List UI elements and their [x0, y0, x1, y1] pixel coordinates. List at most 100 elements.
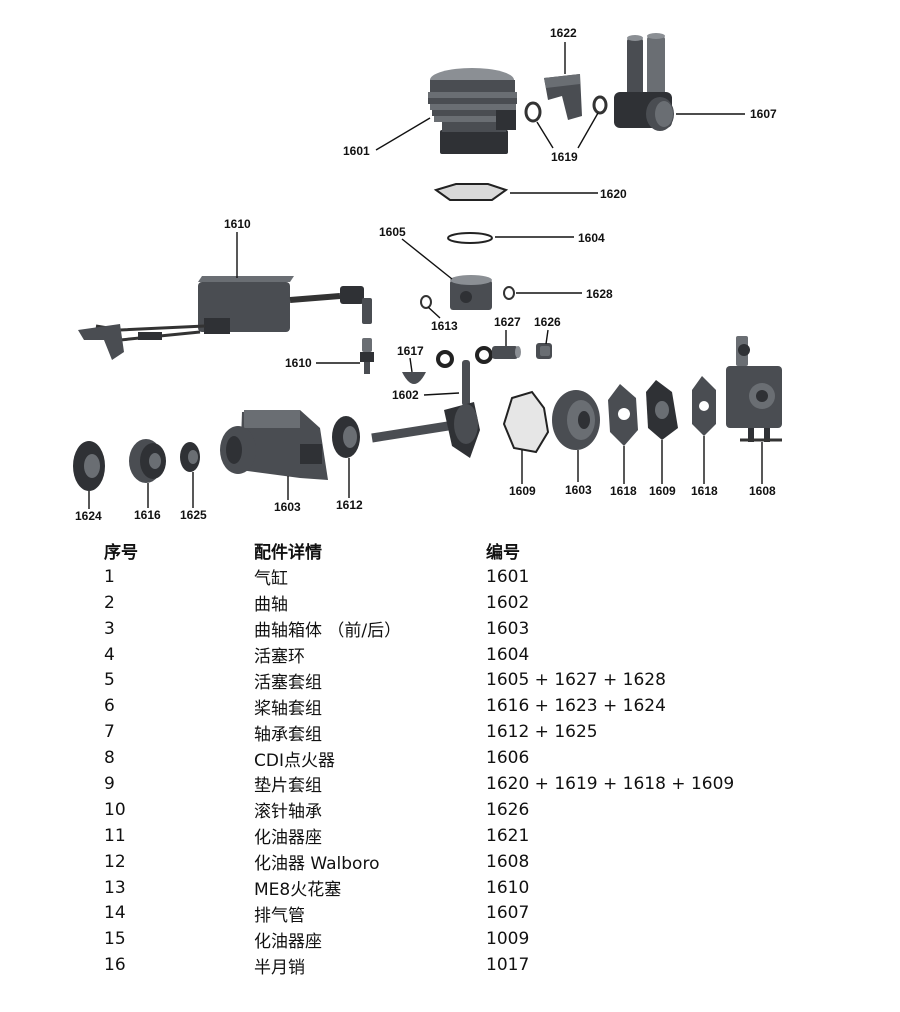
row-detail: 排气管 — [254, 905, 305, 926]
callout-1604: 1604 — [578, 231, 605, 245]
callout-1618-second: 1618 — [691, 484, 718, 498]
callout-1610-plug: 1610 — [285, 356, 312, 370]
callout-1607: 1607 — [750, 107, 777, 121]
callout-1609-spacer: 1609 — [649, 484, 676, 498]
row-detail: 化油器座 — [254, 931, 322, 952]
row-code: 1608 — [486, 851, 530, 872]
row-code: 1610 — [486, 877, 530, 898]
row-seq: 12 — [104, 851, 126, 872]
row-seq: 13 — [104, 877, 126, 898]
part-carb-gasket-2 — [692, 376, 716, 436]
row-detail: 垫片套组 — [254, 776, 322, 797]
row-code: 1601 — [486, 566, 530, 587]
row-detail: 化油器座 — [254, 828, 322, 849]
row-detail: 轴承套组 — [254, 724, 322, 745]
part-prop-hub-set — [73, 439, 200, 491]
callout-1618-first: 1618 — [610, 484, 637, 498]
row-detail: ME8火花塞 — [254, 880, 342, 901]
row-code: 1605 + 1627 + 1628 — [486, 670, 666, 691]
header-detail: 配件详情 — [254, 543, 322, 564]
row-detail: CDI点火器 — [254, 750, 335, 771]
row-seq: 14 — [104, 903, 126, 924]
row-seq: 4 — [104, 644, 115, 665]
callout-1601: 1601 — [343, 144, 370, 158]
callout-1616: 1616 — [134, 508, 161, 522]
callout-1610-cdi: 1610 — [224, 217, 251, 231]
row-detail: 活塞环 — [254, 647, 305, 667]
row-code: 1603 — [486, 618, 530, 639]
header-seq: 序号 — [104, 543, 138, 564]
callout-1627: 1627 — [494, 315, 521, 329]
row-detail: 化油器 Walboro — [254, 854, 380, 875]
row-seq: 3 — [104, 618, 115, 639]
row-code: 1602 — [486, 592, 530, 613]
row-code: 1606 — [486, 748, 530, 769]
part-cdi-ignition — [78, 276, 372, 360]
part-spark-plug — [360, 338, 374, 374]
table-row: 7 轴承套组 1612 + 1625 — [100, 719, 786, 745]
callout-1625: 1625 — [180, 508, 207, 522]
table-row: 12 化油器 Walboro 1608 — [100, 849, 786, 875]
row-code: 1626 — [486, 799, 530, 820]
row-code: 1616 + 1623 + 1624 — [486, 696, 666, 717]
table-row: 3 曲轴箱体 （前/后） 1603 — [100, 616, 786, 642]
callout-1626: 1626 — [534, 315, 561, 329]
row-detail: 滚针轴承 — [254, 802, 322, 823]
part-woodruff-key — [402, 372, 426, 384]
callout-1603-front: 1603 — [274, 500, 301, 514]
part-carb-gasket-1 — [608, 384, 638, 446]
part-crankcase-front — [220, 410, 328, 480]
callout-labels: 1601 1622 1607 1619 1620 1604 1605 1610 … — [75, 26, 777, 523]
callout-1613: 1613 — [431, 319, 458, 333]
table-row: 11 化油器座 1621 — [100, 823, 786, 849]
callout-1624: 1624 — [75, 509, 102, 523]
row-seq: 10 — [104, 799, 126, 820]
callout-1612: 1612 — [336, 498, 363, 512]
part-exhaust — [614, 33, 674, 131]
callout-1617: 1617 — [397, 344, 424, 358]
row-seq: 9 — [104, 773, 115, 794]
row-seq: 2 — [104, 592, 115, 613]
part-main-bearing — [332, 416, 360, 458]
row-code: 1017 — [486, 955, 530, 976]
part-heat-shield — [544, 74, 582, 120]
part-piston — [420, 275, 515, 310]
part-carb-spacer — [646, 380, 678, 440]
part-piston-ring — [447, 232, 493, 244]
table-row: 13 ME8火花塞 1610 — [100, 875, 786, 901]
part-crankcase-rear — [552, 390, 600, 450]
row-seq: 16 — [104, 955, 126, 976]
callout-1622: 1622 — [550, 26, 577, 40]
part-crankshaft — [371, 360, 480, 458]
leader-lines — [88, 42, 763, 509]
row-detail: 气缸 — [254, 569, 288, 590]
row-seq: 7 — [104, 722, 115, 743]
row-seq: 5 — [104, 670, 115, 691]
callout-1609-rear-gasket: 1609 — [509, 484, 536, 498]
row-code: 1621 — [486, 825, 530, 846]
header-code: 编号 — [486, 543, 520, 564]
callout-1620: 1620 — [600, 187, 627, 201]
part-carburetor — [726, 336, 782, 442]
row-seq: 6 — [104, 696, 115, 717]
row-detail: 曲轴箱体 （前/后） — [254, 621, 402, 642]
row-seq: 15 — [104, 929, 126, 950]
table-row: 10 滚针轴承 1626 — [100, 797, 786, 823]
row-code: 1612 + 1625 — [486, 722, 598, 743]
callout-1619: 1619 — [551, 150, 578, 164]
part-base-gasket — [433, 183, 509, 201]
callout-1608: 1608 — [749, 484, 776, 498]
row-detail: 桨轴套组 — [254, 698, 322, 719]
row-detail: 活塞套组 — [254, 672, 322, 693]
row-seq: 11 — [104, 825, 126, 846]
callout-1603-rear: 1603 — [565, 483, 592, 497]
